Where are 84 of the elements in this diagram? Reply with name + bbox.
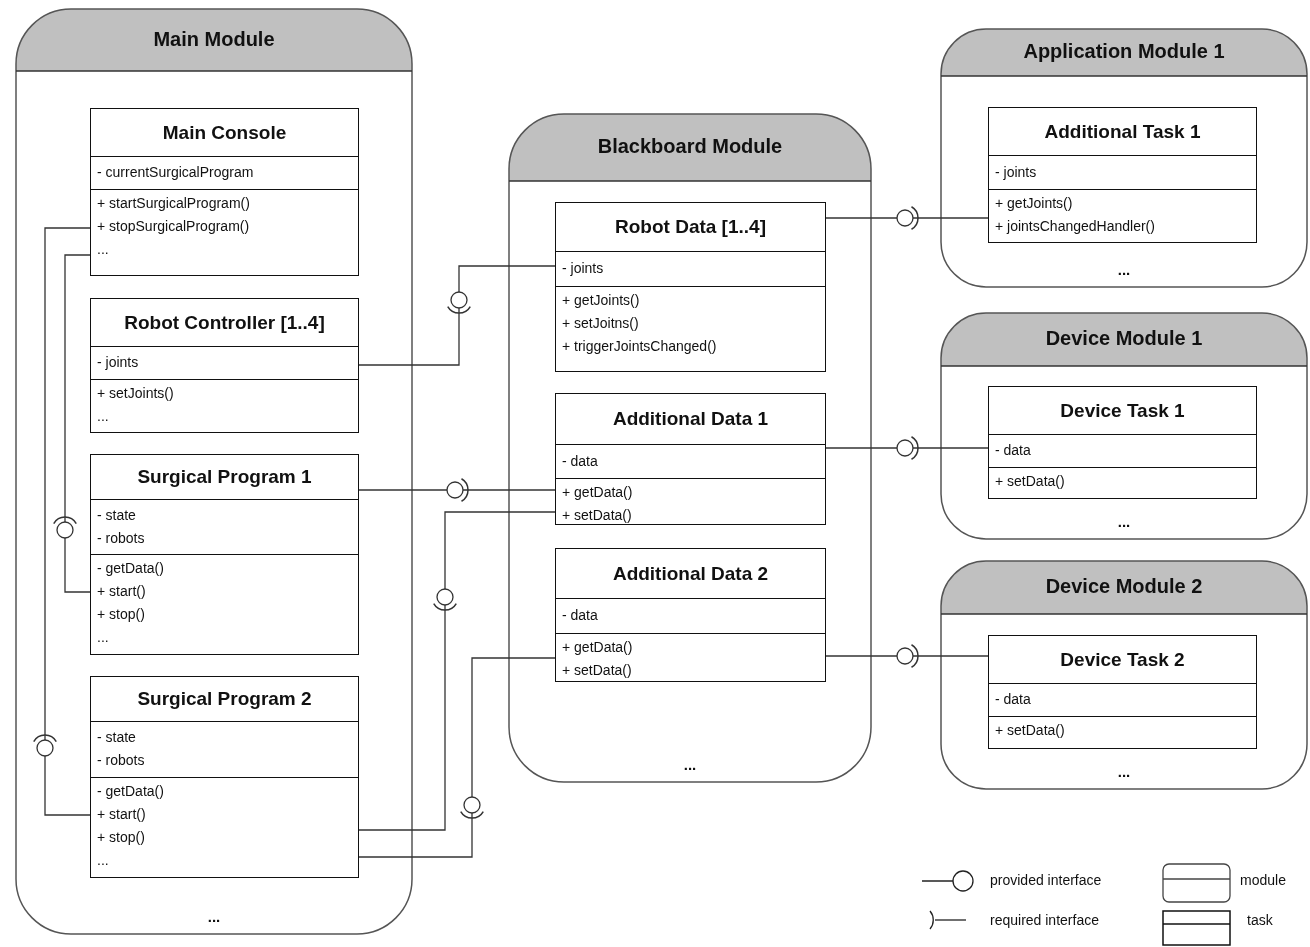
method-text: + setJoints() [96, 384, 175, 403]
ellipsis-text: ... [1116, 762, 1132, 782]
attribute-text: - joints [96, 353, 140, 372]
class-name: Device Task 1 [1060, 399, 1185, 422]
connector-line [825, 655, 989, 657]
module-container [15, 8, 413, 935]
method-text: + setData() [561, 506, 633, 525]
method-text: + triggerJointsChanged() [561, 337, 718, 356]
class-box [90, 298, 359, 433]
module-title: Blackboard Module [597, 135, 783, 158]
class-name: Additional Data 2 [612, 562, 769, 585]
attribute-text: - robots [96, 751, 146, 770]
ellipsis-text: ... [1116, 260, 1132, 280]
class-name: Robot Data [1..4] [615, 216, 766, 238]
module-title: Device Module 2 [1045, 575, 1203, 598]
method-text: + setData() [994, 721, 1066, 740]
method-text: + setData() [561, 661, 633, 680]
connector-line [358, 489, 556, 491]
attribute-text: - currentSurgicalProgram [96, 163, 255, 182]
class-box [988, 107, 1257, 243]
method-text: + setJoitns() [561, 314, 640, 333]
method-text: + stop() [96, 605, 146, 624]
module-title: Device Module 1 [1045, 327, 1203, 350]
connector-line [358, 511, 556, 831]
class-name: Surgical Program 2 [137, 688, 312, 710]
method-text: + stopSurgicalProgram() [96, 217, 251, 236]
legend-label: module [1240, 871, 1286, 889]
connector-line [358, 265, 556, 366]
attribute-text: - data [561, 451, 599, 471]
class-name: Surgical Program 1 [137, 466, 312, 488]
class-box [555, 202, 826, 372]
ellipsis-text: ... [682, 755, 698, 775]
connector-line [825, 217, 989, 219]
attribute-text: - data [561, 606, 599, 625]
method-text: - getData() [96, 559, 165, 578]
method-text: + startSurgicalProgram() [96, 194, 251, 213]
attribute-text: - data [994, 690, 1032, 709]
attribute-text: - joints [994, 162, 1038, 182]
class-box [90, 676, 359, 878]
attribute-text: - joints [561, 259, 605, 278]
method-text: + jointsChangedHandler() [994, 217, 1156, 236]
method-text: + start() [96, 805, 147, 824]
class-name: Main Console [162, 121, 287, 144]
class-name: Device Task 2 [1060, 648, 1185, 671]
method-text: + stop() [96, 828, 146, 847]
method-text: - getData() [96, 782, 165, 801]
method-text: + getData() [561, 483, 634, 502]
ellipsis-text: ... [1116, 512, 1132, 532]
connector-line [44, 227, 91, 816]
method-text: + getJoints() [561, 291, 641, 310]
module-container [508, 113, 872, 783]
module-container [940, 560, 1308, 790]
attribute-text: - robots [96, 528, 146, 548]
connector-line [825, 447, 989, 449]
method-text: + setData() [994, 472, 1066, 491]
class-box [90, 454, 359, 655]
class-box [988, 635, 1257, 749]
module-title: Main Module [153, 27, 275, 51]
module-container [940, 312, 1308, 540]
class-box [988, 386, 1257, 499]
legend-label: provided interface [990, 871, 1102, 889]
class-box [555, 393, 826, 525]
ellipsis-text: ... [206, 907, 222, 927]
method-text: + start() [96, 582, 147, 601]
legend-label: task [1247, 911, 1273, 929]
connector-line [64, 254, 91, 593]
class-name: Robot Controller [1..4] [124, 311, 325, 334]
method-text: ... [96, 851, 110, 870]
class-box [90, 108, 359, 276]
method-text: + getJoints() [994, 194, 1074, 213]
module-title: Application Module 1 [1023, 40, 1225, 63]
class-name: Additional Task 1 [1044, 120, 1201, 143]
legend-label: required interface [990, 911, 1099, 929]
class-name: Additional Data 1 [612, 408, 769, 430]
class-box [555, 548, 826, 682]
attribute-text: - state [96, 505, 137, 525]
connector-line [358, 657, 556, 858]
method-text: + getData() [561, 638, 634, 657]
method-text: ... [96, 407, 110, 426]
method-text: ... [96, 628, 110, 647]
method-text: ... [96, 240, 110, 259]
module-container [940, 28, 1308, 288]
attribute-text: - state [96, 728, 137, 747]
attribute-text: - data [994, 441, 1032, 460]
